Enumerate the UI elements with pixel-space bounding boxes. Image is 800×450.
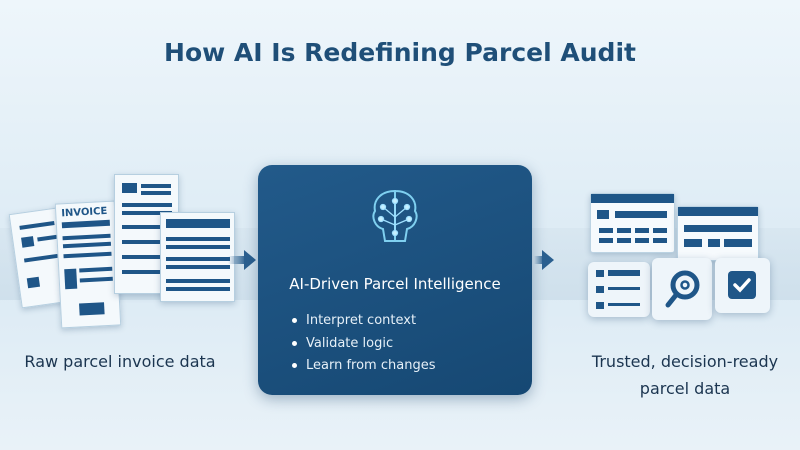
- trusted-data-label-line2: parcel data: [639, 379, 731, 398]
- arrow-stem-right: [534, 256, 544, 264]
- bullet-item: Interpret context: [292, 313, 416, 328]
- bullet-item: Validate logic: [292, 336, 393, 351]
- right-arrow-icon: [244, 250, 256, 270]
- ai-brain-icon: [372, 189, 418, 242]
- bullet-item: Learn from changes: [292, 358, 435, 373]
- raw-data-label: Raw parcel invoice data: [24, 352, 216, 371]
- checkmark-card: [715, 258, 770, 313]
- form-window: [677, 206, 759, 261]
- list-card: [588, 262, 650, 317]
- card-heading: AI-Driven Parcel Intelligence: [289, 275, 501, 293]
- search-card: [652, 258, 712, 320]
- right-arrow-icon: [542, 250, 554, 270]
- invoice-documents-illustration: INVOICE: [8, 170, 240, 330]
- trusted-data-illustration: [585, 190, 785, 330]
- page-title: How AI Is Redefining Parcel Audit: [164, 38, 636, 67]
- ai-intelligence-card: AI-Driven Parcel Intelligence Interpret …: [258, 165, 532, 395]
- magnifier-icon: [665, 270, 700, 308]
- dashboard-window: [590, 193, 675, 253]
- invoice-doc-table: [160, 212, 235, 302]
- checkbox-check-icon: [728, 271, 756, 299]
- arrow-stem-left: [228, 256, 246, 264]
- invoice-doc-main: INVOICE: [54, 200, 122, 329]
- trusted-data-label-line1: Trusted, decision-ready: [591, 352, 779, 371]
- invoice-heading: INVOICE: [61, 205, 108, 220]
